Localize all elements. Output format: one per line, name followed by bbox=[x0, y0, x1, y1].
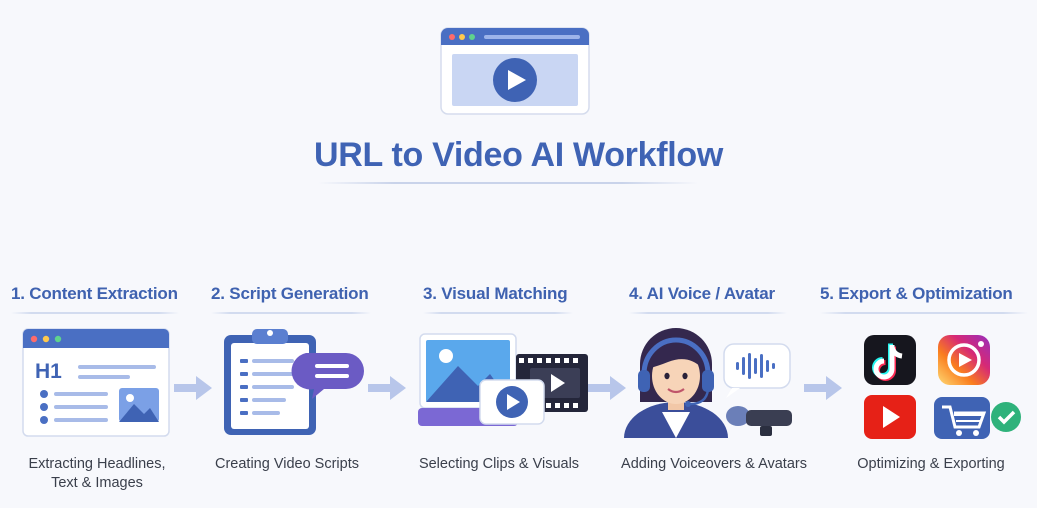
step-1: 1. Content Extraction bbox=[11, 284, 179, 314]
arrow-right-icon bbox=[174, 376, 212, 400]
step-4-title: 4. AI Voice / Avatar bbox=[629, 284, 775, 303]
step-3-divider bbox=[423, 312, 573, 314]
step-5-caption: Optimizing & Exporting bbox=[840, 455, 1022, 474]
page-title: URL to Video AI Workflow bbox=[313, 136, 723, 174]
step-2-title: 2. Script Generation bbox=[211, 284, 369, 303]
step-2-divider bbox=[211, 312, 371, 314]
step-1-title: 1. Content Extraction bbox=[11, 284, 178, 303]
media-clips-icon bbox=[418, 333, 588, 426]
step-3-caption-line-1: Selecting Clips & Visuals bbox=[418, 456, 580, 472]
step-1-divider bbox=[11, 312, 179, 314]
title-divider bbox=[318, 182, 698, 184]
step-2: 2. Script Generation bbox=[211, 284, 371, 314]
step-3-caption: Selecting Clips & Visuals bbox=[404, 455, 594, 474]
step-5-title: 5. Export & Optimization bbox=[820, 284, 1013, 303]
clipboard-script-icon bbox=[224, 329, 364, 435]
webpage-icon: H1 bbox=[22, 328, 170, 437]
step-2-caption: Creating Video Scripts bbox=[196, 455, 378, 474]
step-5: 5. Export & Optimization bbox=[820, 284, 1028, 314]
step-4: 4. AI Voice / Avatar bbox=[629, 284, 787, 314]
step-1-caption-line-2: Text & Images bbox=[51, 475, 143, 491]
step-1-caption: Extracting Headlines, Text & Images bbox=[6, 455, 188, 493]
step-5-divider bbox=[820, 312, 1028, 314]
browser-video-icon bbox=[440, 27, 590, 115]
avatar-headset-icon bbox=[624, 328, 792, 438]
step-2-caption-line-1: Creating Video Scripts bbox=[214, 456, 359, 472]
check-icon bbox=[991, 402, 1021, 432]
arrow-right-icon bbox=[368, 376, 406, 400]
step-4-divider bbox=[629, 312, 787, 314]
step-1-caption-line-1: Extracting Headlines, bbox=[28, 456, 166, 472]
arrow-right-icon bbox=[804, 376, 842, 400]
arrow-right-icon bbox=[588, 376, 626, 400]
step-4-caption: Adding Voiceovers & Avatars bbox=[612, 455, 816, 474]
step-3: 3. Visual Matching bbox=[423, 284, 573, 314]
step-3-title: 3. Visual Matching bbox=[423, 284, 568, 303]
step-5-caption-line-1: Optimizing & Exporting bbox=[857, 456, 1005, 472]
h1-label: H1 bbox=[35, 360, 62, 383]
platform-export-icon bbox=[864, 335, 1021, 439]
step-4-caption-line-1: Adding Voiceovers & Avatars bbox=[621, 456, 807, 472]
